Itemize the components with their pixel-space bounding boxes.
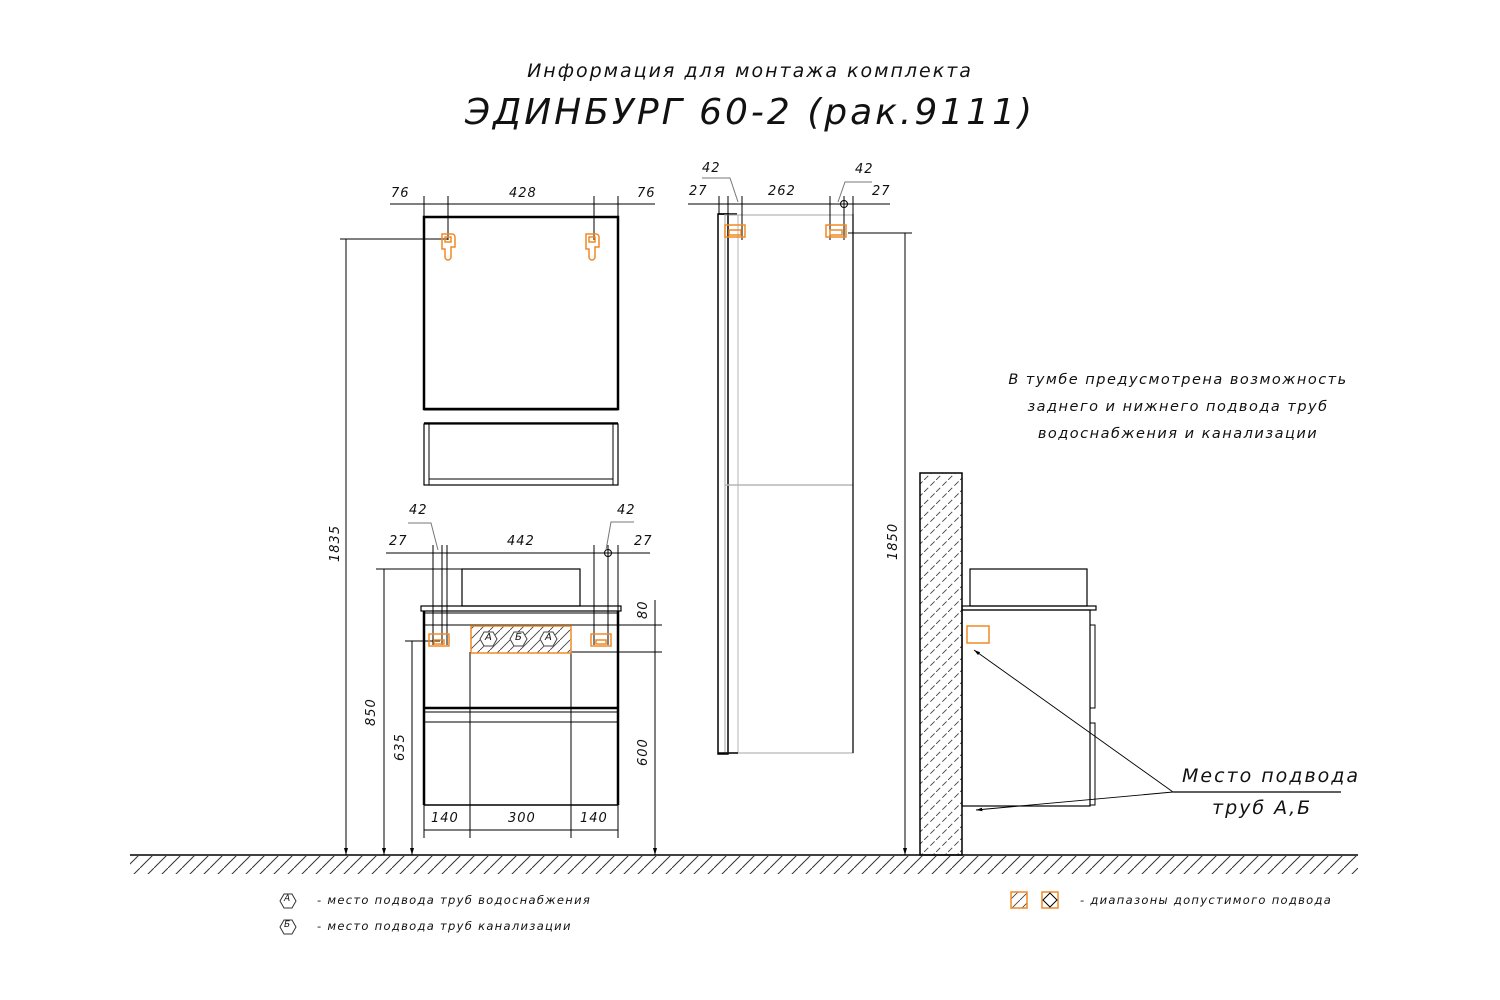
dim-vanity-bottom-right: 140 <box>580 811 608 826</box>
drawing-subtitle: Информация для монтажа комплекта <box>527 60 973 82</box>
dim-vanity-bottom-left: 140 <box>431 811 459 826</box>
dim-vanity-center: 442 <box>507 534 535 549</box>
vanity-side <box>961 568 1341 812</box>
dim-tall-left-bracket: 42 <box>702 161 721 176</box>
marker-a-1: А <box>485 632 492 643</box>
dim-tall-right-offset: 27 <box>872 184 891 199</box>
drawing-title: ЭДИНБУРГ 60-2 (рак.9111) <box>464 92 1036 133</box>
note-line-2: заднего и нижнего подвода труб <box>1027 399 1329 415</box>
floor <box>130 854 1358 874</box>
mirror-hanger-right-icon <box>585 233 600 261</box>
tall-cabinet <box>688 177 912 855</box>
wall-section <box>919 472 963 856</box>
callout-line-1: Место подвода <box>1182 765 1361 787</box>
dim-vanity-height-635: 635 <box>393 733 408 761</box>
dim-vanity-left-offset: 27 <box>389 534 408 549</box>
legend-text-range: - диапазоны допустимого подвода <box>1080 893 1333 907</box>
vanity-bracket-right-icon <box>590 633 612 647</box>
dim-tall-right-bracket: 42 <box>855 162 874 177</box>
pipe-range-zone <box>470 625 572 654</box>
callout-line-2: труб А,Б <box>1212 797 1313 819</box>
note-line-1: В тумбе предусмотрена возможность <box>1008 372 1348 388</box>
tall-cabinet-bracket-right-icon <box>825 224 847 238</box>
dim-vanity-bottom-center: 300 <box>508 811 536 826</box>
dim-tall-left-offset: 27 <box>689 184 708 199</box>
legend-symbol-b: Б <box>284 920 291 930</box>
dim-vanity-80: 80 <box>636 600 651 619</box>
dim-vanity-height-850: 850 <box>364 698 379 726</box>
dim-mirror-center: 428 <box>509 186 537 201</box>
legend-text-sewer: - место подвода труб канализации <box>317 919 572 933</box>
dim-vanity-right-bracket: 42 <box>617 503 636 518</box>
dim-tall-center: 262 <box>768 184 796 199</box>
dim-vanity-right-offset: 27 <box>634 534 653 549</box>
dim-mirror-left: 76 <box>391 186 410 201</box>
marker-a-2: А <box>545 632 552 643</box>
marker-b: Б <box>515 632 522 643</box>
vanity-front <box>376 521 662 855</box>
dim-tall-height: 1850 <box>886 522 901 560</box>
legend-text-water: - место подвода труб водоснабжения <box>317 893 592 907</box>
mirror-hanger-left-icon <box>441 233 456 261</box>
vanity-bracket-left-icon <box>428 633 450 647</box>
legend-symbol-a: А <box>284 894 291 904</box>
mirror-cabinet <box>340 196 655 855</box>
note-line-3: водоснабжения и канализации <box>1037 426 1319 442</box>
dim-mirror-height: 1835 <box>328 524 343 562</box>
legend-symbols <box>279 891 1059 935</box>
dim-mirror-right: 76 <box>637 186 656 201</box>
dim-vanity-left-bracket: 42 <box>409 503 428 518</box>
tall-cabinet-bracket-left-icon <box>724 224 746 238</box>
dim-vanity-600: 600 <box>636 738 651 766</box>
